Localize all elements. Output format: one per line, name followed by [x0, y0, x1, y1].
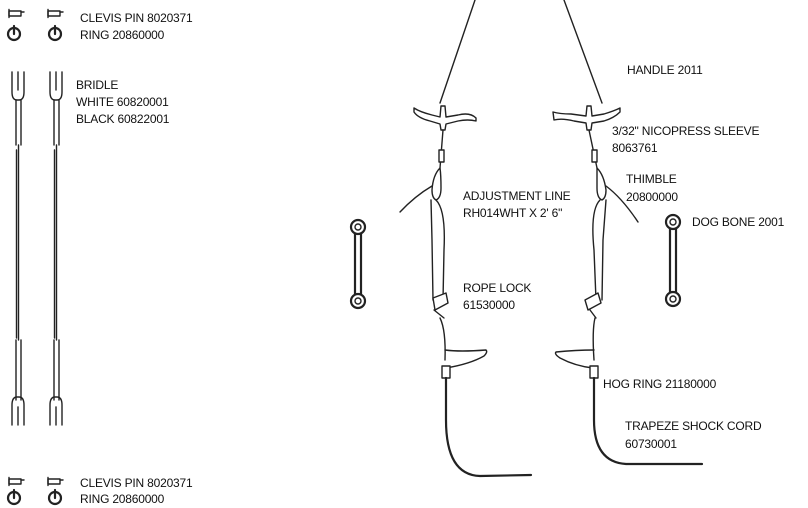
left-adjustment-tail: [399, 185, 433, 213]
right-hog-ring: [589, 365, 599, 379]
thimble-number: 20800000: [626, 190, 678, 204]
clevis-pin-icon-bottom-1: [8, 476, 25, 487]
right-nicopress-sleeve: [591, 149, 598, 163]
bridle-black-drawing: [49, 71, 63, 426]
right-adjustment-line: [592, 199, 601, 301]
rope-lock-label: ROPE LOCK: [463, 281, 532, 295]
trapeze-right-assembly: [552, 0, 704, 466]
left-hog-ring: [441, 365, 451, 379]
right-thimble: [596, 167, 607, 201]
clevis-pin-icon-top-2: [47, 8, 64, 19]
bridle-white-label: WHITE 60820001: [76, 95, 169, 109]
right-rope-lock: [584, 292, 602, 311]
left-shock-cord: [444, 376, 533, 478]
handle-label: HANDLE 2011: [627, 63, 703, 77]
hog-ring-label: HOG RING 21180000: [603, 377, 717, 391]
dog-bone-label: DOG BONE 2001: [692, 215, 785, 229]
nicopress-sleeve-label: 3/32" NICOPRESS SLEEVE: [612, 124, 760, 138]
right-wire: [563, 0, 603, 104]
left-hook: [444, 349, 488, 369]
right-handle: [552, 105, 621, 131]
ring-icon-top-1: [6, 24, 22, 42]
shock-cord-label: TRAPEZE SHOCK CORD: [625, 419, 762, 433]
bridle-title-label: BRIDLE: [76, 78, 119, 92]
left-nicopress-sleeve: [438, 149, 445, 163]
ring-icon-top-2: [47, 24, 63, 42]
clevis-pin-icon-bottom-2: [47, 476, 64, 487]
left-thimble: [431, 167, 442, 201]
left-lower-line: [439, 317, 446, 361]
bridle-white-drawing: [11, 71, 25, 426]
rope-lock-number: 61530000: [463, 298, 515, 312]
clevis-pin-label-bottom: CLEVIS PIN 8020371: [80, 476, 193, 490]
right-lower-line: [592, 317, 596, 361]
ring-icon-bottom-1: [6, 488, 22, 506]
adjustment-line-label: ADJUSTMENT LINE: [463, 189, 571, 203]
right-hook: [554, 349, 595, 369]
clevis-pin-label-top: CLEVIS PIN 8020371: [80, 11, 193, 25]
left-rope-lock: [432, 292, 449, 311]
dog-bone-right: [664, 213, 682, 308]
ring-label-bottom: RING 20860000: [80, 492, 165, 506]
right-shock-cord: [592, 376, 704, 466]
ring-icon-bottom-2: [47, 488, 63, 506]
left-adjustment-line: [435, 199, 446, 301]
trapeze-left-assembly: [399, 0, 533, 478]
left-wire: [439, 0, 476, 104]
nicopress-sleeve-number: 8063761: [612, 141, 658, 155]
bridle-black-label: BLACK 60822001: [76, 112, 170, 126]
shock-cord-number: 60730001: [625, 437, 677, 451]
right-adjustment-tail: [605, 185, 639, 223]
ring-label-top: RING 20860000: [80, 28, 165, 42]
dog-bone-left: [349, 218, 367, 310]
left-handle: [413, 105, 477, 131]
thimble-label: THIMBLE: [626, 172, 677, 186]
adjustment-line-number: RH014WHT X 2' 6": [463, 206, 563, 220]
clevis-pin-icon-top-1: [8, 8, 25, 19]
